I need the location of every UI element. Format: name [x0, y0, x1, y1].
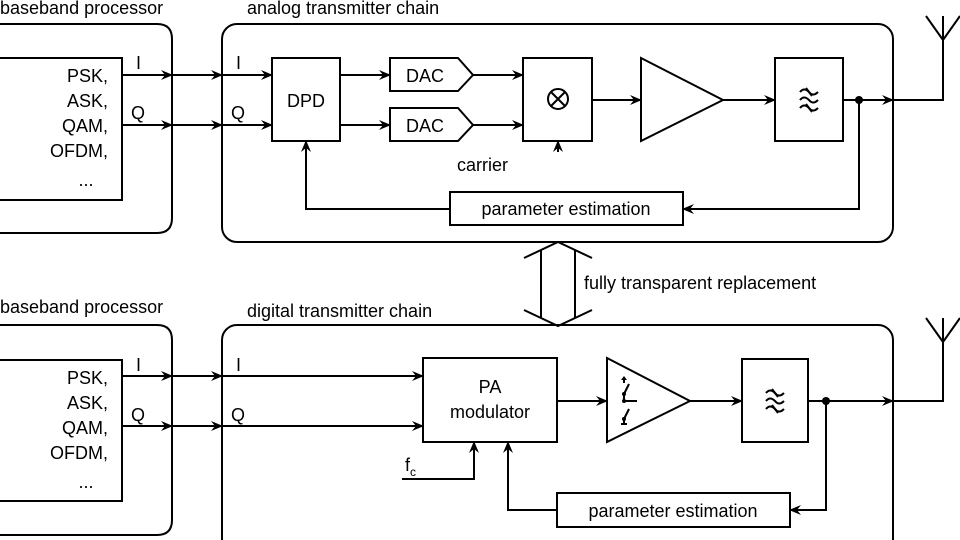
- bottom-modulation-list: PSK, ASK, QAM, OFDM, ...: [50, 368, 108, 492]
- fc-label: fc: [405, 455, 416, 479]
- mixer-icon: [547, 88, 569, 110]
- dac-block-1: [389, 57, 475, 92]
- top-q-label-1: Q: [131, 103, 145, 123]
- fc-label-sub: c: [410, 465, 416, 479]
- top-feedback-line: [682, 100, 860, 214]
- bottom-q-label-1: Q: [131, 405, 145, 425]
- bottom-mod-more: ...: [78, 472, 93, 492]
- top-modulation-list: PSK, ASK, QAM, OFDM, ...: [50, 66, 108, 190]
- top-antenna-icon: [925, 15, 960, 42]
- replacement-double-arrow-icon: [523, 240, 593, 328]
- digital-chain-frame: [221, 324, 894, 540]
- top-i-label-2: I: [236, 53, 241, 73]
- top-mod-ask: ASK,: [67, 91, 108, 111]
- top-param-to-dpd-line: [301, 140, 450, 210]
- bandpass-filter2-icon: [765, 388, 785, 414]
- power-amplifier-icon: [640, 56, 726, 143]
- pa-modulator-block: [422, 357, 558, 443]
- carrier-label: carrier: [457, 155, 508, 175]
- dac-block-2: [389, 107, 475, 142]
- bottom-i-label-1: I: [136, 355, 141, 375]
- top-q-label-2: Q: [231, 103, 245, 123]
- top-antenna-feed: [893, 16, 944, 101]
- bottom-baseband-title: baseband processor: [0, 297, 163, 317]
- pa-modulator-label-line2: modulator: [450, 402, 530, 422]
- bottom-param-estimation-block: [556, 492, 791, 528]
- fc-input-line: [402, 441, 479, 480]
- bottom-mod-ask: ASK,: [67, 393, 108, 413]
- top-chain-title: analog transmitter chain: [247, 0, 439, 18]
- pa-modulator-label-line1: PA: [479, 377, 502, 397]
- top-param-estimation-block: [449, 191, 684, 226]
- switch-symbol-icon: [621, 376, 637, 425]
- replacement-label: fully transparent replacement: [584, 273, 816, 293]
- bottom-chain-title: digital transmitter chain: [247, 301, 432, 321]
- bandpass-filter-icon: [799, 87, 819, 113]
- top-i-label-1: I: [136, 53, 141, 73]
- bottom-modulation-box: [0, 359, 123, 502]
- top-baseband-title: baseband processor: [0, 0, 163, 18]
- top-mod-ofdm: OFDM,: [50, 141, 108, 161]
- bottom-mod-psk: PSK,: [67, 368, 108, 388]
- bottom-param-estimation-label: parameter estimation: [588, 501, 757, 521]
- bottom-antenna-icon: [925, 317, 960, 344]
- bottom-feedback-line: [789, 401, 827, 515]
- top-modulation-box: [0, 57, 123, 201]
- bottom-q-label-2: Q: [231, 405, 245, 425]
- bottom-mod-ofdm: OFDM,: [50, 443, 108, 463]
- dpd-label: DPD: [287, 91, 325, 111]
- bottom-param-to-pamod-line: [503, 441, 557, 511]
- bottom-mod-qam: QAM,: [62, 418, 108, 438]
- top-mod-psk: PSK,: [67, 66, 108, 86]
- fc-label-main: f: [405, 455, 411, 475]
- bottom-i-label-2: I: [236, 355, 241, 375]
- bottom-antenna-feed: [893, 318, 944, 402]
- top-mod-qam: QAM,: [62, 116, 108, 136]
- dac-label-1: DAC: [406, 66, 444, 86]
- top-param-estimation-label: parameter estimation: [481, 199, 650, 219]
- top-mod-more: ...: [78, 170, 93, 190]
- dac-label-2: DAC: [406, 116, 444, 136]
- switching-amplifier-icon: [606, 356, 693, 444]
